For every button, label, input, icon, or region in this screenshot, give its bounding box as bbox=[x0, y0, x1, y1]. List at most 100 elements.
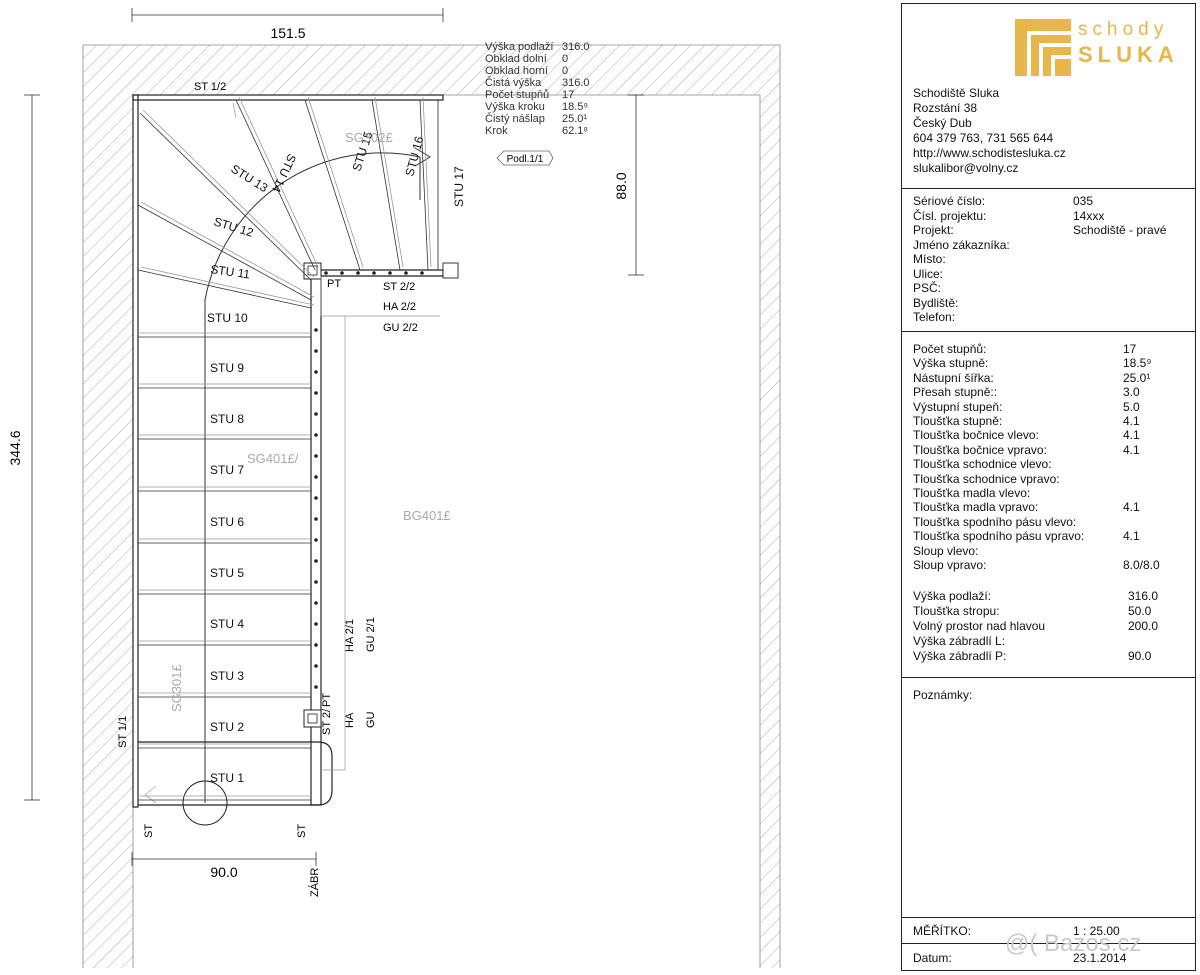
winder-step-line bbox=[137, 269, 312, 309]
specs-label: Tloušťka schodnice vlevo: bbox=[913, 457, 1052, 472]
baluster-dot bbox=[314, 412, 318, 416]
dimension-lines bbox=[24, 8, 644, 866]
specs-label: Tloušťka madla vpravo: bbox=[913, 500, 1039, 515]
specs-row: Tloušťka schodnice vpravo: bbox=[913, 472, 1191, 486]
baluster-dot bbox=[314, 496, 318, 500]
project-label: PSČ: bbox=[913, 281, 942, 295]
specs-row: Nástupní šířka:25.0¹ bbox=[913, 371, 1191, 385]
label-st-bottom-left: ST bbox=[143, 824, 155, 838]
baluster-dot bbox=[314, 391, 318, 395]
winder-overhang-line bbox=[422, 96, 432, 268]
scale-value: 1 : 25.00 bbox=[1073, 924, 1120, 938]
baluster-dot bbox=[314, 454, 318, 458]
date-section: Datum: 23.1.2014 bbox=[902, 944, 1195, 972]
company-line: 604 379 763, 731 565 644 bbox=[913, 131, 1054, 145]
baluster-dot bbox=[404, 271, 408, 275]
label-gu-2-1: GU 2/1 bbox=[365, 617, 377, 652]
specs-label: Tloušťka schodnice vpravo: bbox=[913, 471, 1060, 486]
step-label: STU 1 bbox=[210, 771, 244, 785]
specs-value: 4.1 bbox=[1123, 442, 1140, 457]
notes-section: Poznámky: bbox=[902, 678, 1195, 918]
project-label: Bydliště: bbox=[913, 295, 959, 310]
date-value: 23.1.2014 bbox=[1073, 951, 1127, 965]
logo-mark bbox=[1015, 19, 1071, 76]
info-label: Obklad horní bbox=[485, 65, 548, 77]
baluster-dot bbox=[314, 601, 318, 605]
label-zabr: ZÁBR bbox=[308, 868, 321, 897]
specs-value: 4.1 bbox=[1123, 500, 1140, 515]
floor-label: Výška podlaží: bbox=[913, 589, 992, 603]
label-pt-upper: PT bbox=[327, 278, 341, 290]
dim-height-left: 344.6 bbox=[7, 430, 23, 465]
specs-label: Výstupní stupeň: bbox=[913, 399, 1003, 414]
winder-step-line bbox=[139, 112, 312, 281]
project-label: Čísl. projektu: bbox=[913, 208, 987, 223]
step-label: STU 5 bbox=[210, 566, 244, 580]
baluster-dot bbox=[314, 559, 318, 563]
specs-label: Sloup vlevo: bbox=[913, 543, 979, 558]
project-label: Ulice: bbox=[913, 266, 944, 281]
project-label: Telefon: bbox=[913, 310, 956, 324]
info-value: 0 bbox=[562, 65, 568, 77]
floor-row: Tloušťka stropu:50.0 bbox=[913, 604, 1191, 618]
project-row: Jméno zákazníka: bbox=[913, 238, 1191, 252]
date-label: Datum: bbox=[913, 951, 952, 965]
baluster-dot bbox=[314, 370, 318, 374]
dim-top-width: 151.5 bbox=[270, 25, 305, 41]
floor-value: 50.0 bbox=[1128, 604, 1152, 618]
winder-overhang-line bbox=[238, 96, 319, 268]
project-value: 14xxx bbox=[1073, 208, 1105, 223]
info-label: Obklad dolní bbox=[485, 53, 547, 65]
project-value: 035 bbox=[1073, 194, 1094, 208]
project-label: Jméno zákazníka: bbox=[913, 237, 1010, 252]
info-value: 18.5⁹ bbox=[562, 101, 588, 113]
info-label: Výška podlaží bbox=[485, 41, 553, 53]
specs-value: 3.0 bbox=[1123, 385, 1140, 400]
winder-overhang-line bbox=[140, 201, 315, 298]
notes-label: Poznámky: bbox=[913, 688, 973, 702]
info-value: 316.0 bbox=[562, 77, 590, 89]
wall-hatching bbox=[82, 44, 781, 968]
baluster-dot bbox=[324, 271, 328, 275]
baluster-dot bbox=[340, 271, 344, 275]
company-line: slukalibor@volny.cz bbox=[913, 161, 1019, 175]
info-value: 17 bbox=[562, 89, 574, 101]
label-gu: GU bbox=[365, 711, 377, 728]
winder-overhang-line bbox=[142, 109, 315, 278]
label-st-2-lower: ST 2/ bbox=[321, 708, 333, 735]
floor-value: 316.0 bbox=[1128, 589, 1159, 603]
specs-row: Sloup vlevo: bbox=[913, 544, 1191, 558]
specs-row: Počet stupňů:17 bbox=[913, 342, 1191, 356]
company-line: Schodiště Sluka bbox=[913, 86, 1000, 100]
info-label: Čistý nášlap bbox=[485, 112, 545, 125]
floor-tag-label: Podl.1/1 bbox=[507, 154, 544, 165]
info-value: 0 bbox=[562, 53, 568, 65]
baluster-dot bbox=[388, 271, 392, 275]
baluster-dots bbox=[314, 271, 424, 689]
info-value: 62.1⁸ bbox=[562, 125, 588, 137]
company-line: Rozstání 38 bbox=[913, 101, 978, 115]
label-pt-lower: PT bbox=[321, 693, 333, 707]
floor-label: Výška zábradlí P: bbox=[913, 649, 1007, 663]
specs-row: Tloušťka spodního pásu vpravo:4.1 bbox=[913, 529, 1191, 543]
specs-label: Tloušťka madla vlevo: bbox=[913, 486, 1031, 500]
stair-outline bbox=[132, 94, 459, 826]
step-label: STU 11 bbox=[210, 262, 252, 281]
specs-row: Přesah stupně::3.0 bbox=[913, 385, 1191, 399]
specs-row: Tloušťka madla vpravo: 4.1 bbox=[913, 500, 1191, 514]
scale-label: MĚŘÍTKO: bbox=[913, 924, 972, 938]
winder-step-line bbox=[137, 204, 312, 301]
winder-overhang-line bbox=[374, 96, 404, 268]
floor-label: Výška zábradlí L: bbox=[913, 634, 1006, 648]
winder-step-line bbox=[419, 99, 429, 271]
step-label: STU 2 bbox=[210, 720, 244, 734]
watermark-text: @( Bazos.cz bbox=[1005, 930, 1142, 957]
specs-label: Tloušťka bočnice vpravo: bbox=[913, 442, 1047, 457]
floor-row: Výška zábradlí P:90.0 bbox=[913, 649, 1191, 663]
specs-value: 5.0 bbox=[1123, 399, 1140, 414]
baluster-dot bbox=[420, 271, 424, 275]
step-label: STU 9 bbox=[210, 361, 244, 375]
